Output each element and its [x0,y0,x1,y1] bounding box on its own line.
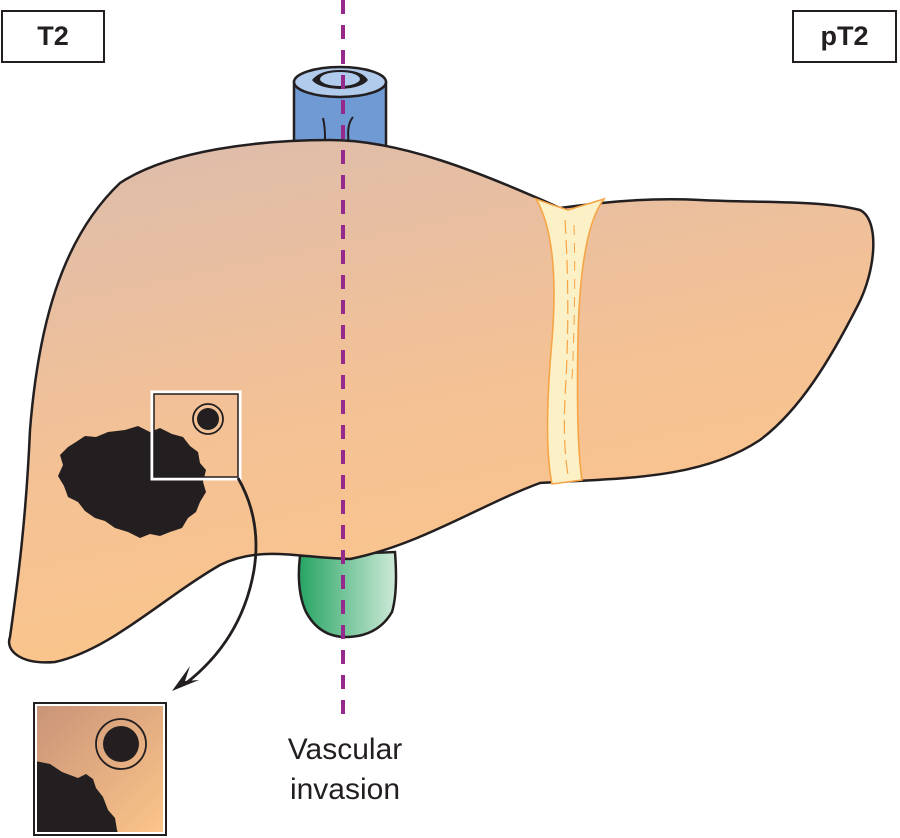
caption-line-1: Vascular [287,733,403,766]
clinical-stage-label: T2 [1,10,105,63]
arrow-head-icon [172,666,199,691]
tumor [58,426,206,538]
falciform-ligament [534,197,607,485]
liver [7,138,875,664]
gallbladder [297,550,398,639]
vascular-invasion-caption: Vascular invasion [266,730,424,810]
magnified-inset [33,702,167,836]
caption-line-2: invasion [289,773,401,806]
zoom-arrow [184,477,258,686]
zoom-region-box [150,390,242,481]
invaded-vessel [192,403,224,435]
pathologic-stage-label: pT2 [792,10,897,63]
vena-cava [292,65,388,161]
